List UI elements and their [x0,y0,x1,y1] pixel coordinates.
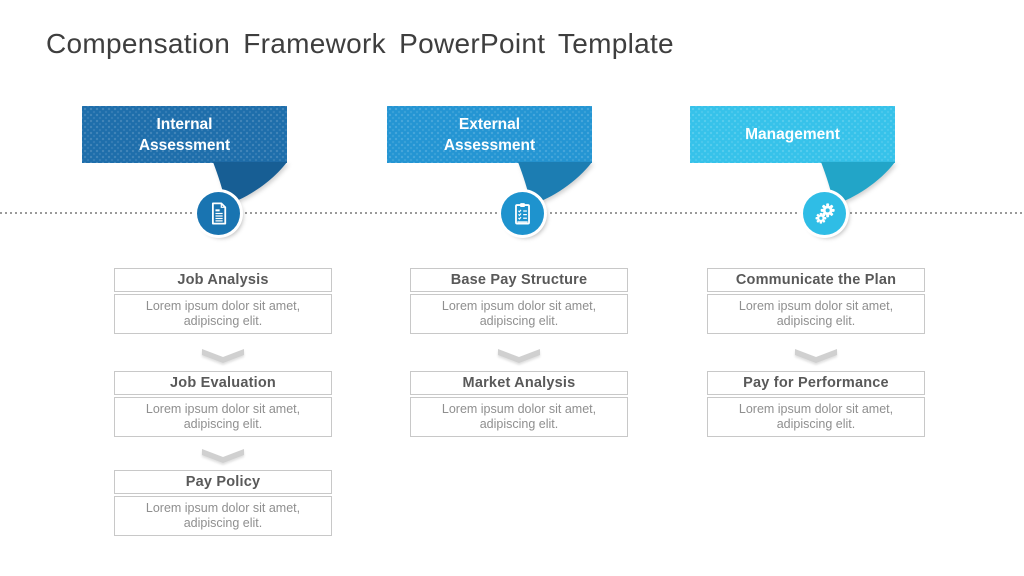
milestone-circle [803,192,846,235]
ribbon-tail [213,162,287,205]
step-box-body: Lorem ipsum dolor sit amet, adipiscing e… [707,294,925,334]
banner-label: Internal Assessment [138,115,231,154]
step-box-title: Job Evaluation [114,371,332,395]
step-box-body: Lorem ipsum dolor sit amet, adipiscing e… [707,397,925,437]
chevron-down-icon [202,449,244,463]
step-box-base-pay-structure: Base Pay Structure Lorem ipsum dolor sit… [410,268,628,334]
banner-internal-assessment: Internal Assessment [82,106,287,163]
chevron-down-icon [202,349,244,363]
chevron-down-icon [498,349,540,363]
banner-management: Management [690,106,895,163]
step-box-body: Lorem ipsum dolor sit amet, adipiscing e… [114,397,332,437]
step-box-body: Lorem ipsum dolor sit amet, adipiscing e… [114,496,332,536]
banner-label: External Assessment [443,115,536,154]
step-box-title: Market Analysis [410,371,628,395]
milestone-circle [197,192,240,235]
step-box-pay-for-performance: Pay for Performance Lorem ipsum dolor si… [707,371,925,437]
step-box-body: Lorem ipsum dolor sit amet, adipiscing e… [410,397,628,437]
clipboard-checklist-icon [515,203,530,225]
step-box-title: Pay Policy [114,470,332,494]
gears-icon [815,203,835,224]
step-box-title: Pay for Performance [707,371,925,395]
step-box-job-analysis: Job Analysis Lorem ipsum dolor sit amet,… [114,268,332,334]
step-box-body: Lorem ipsum dolor sit amet, adipiscing e… [114,294,332,334]
banner-label: Management [745,126,840,143]
milestone-circle [501,192,544,235]
step-box-title: Job Analysis [114,268,332,292]
step-box-body: Lorem ipsum dolor sit amet, adipiscing e… [410,294,628,334]
chevron-down-icon [795,349,837,363]
step-box-title: Communicate the Plan [707,268,925,292]
step-box-pay-policy: Pay Policy Lorem ipsum dolor sit amet, a… [114,470,332,536]
document-icon [211,202,227,225]
slide-title: Compensation Framework PowerPoint Templa… [46,28,674,59]
step-box-communicate-the-plan: Communicate the Plan Lorem ipsum dolor s… [707,268,925,334]
ribbon-tail [821,162,895,205]
ribbon-tail [518,162,592,205]
banner-external-assessment: External Assessment [387,106,592,163]
step-box-title: Base Pay Structure [410,268,628,292]
step-box-market-analysis: Market Analysis Lorem ipsum dolor sit am… [410,371,628,437]
step-box-job-evaluation: Job Evaluation Lorem ipsum dolor sit ame… [114,371,332,437]
